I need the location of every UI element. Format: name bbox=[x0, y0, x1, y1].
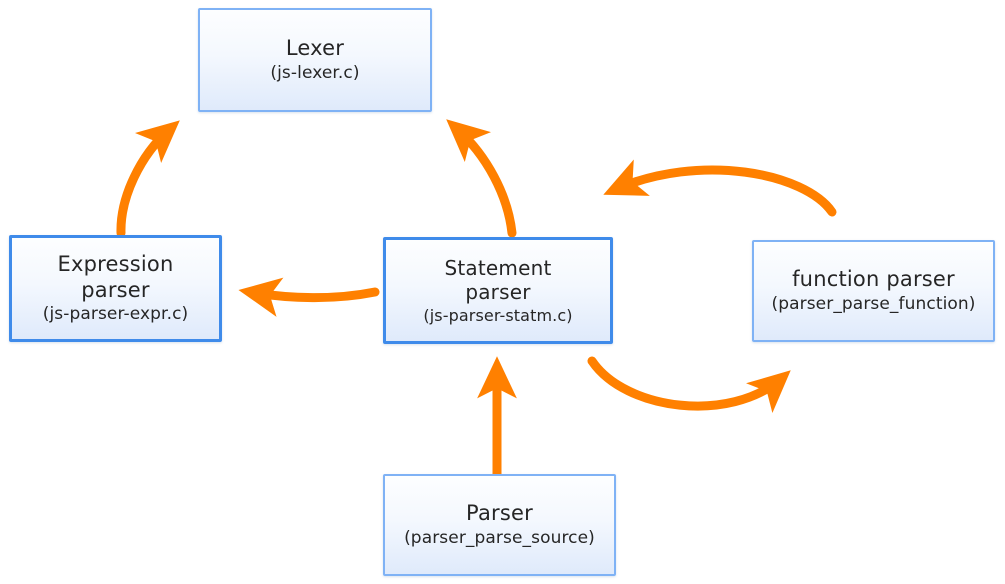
node-parser[interactable]: Parser (parser_parse_source) bbox=[383, 474, 616, 576]
node-function-parser-subtitle: (parser_parse_function) bbox=[771, 293, 976, 314]
arrow-statement-parser-to-expression-parser bbox=[238, 277, 380, 317]
node-expression-parser-title-line2: parser bbox=[81, 277, 150, 302]
arrow-statement-parser-to-lexer bbox=[446, 119, 517, 238]
node-lexer[interactable]: Lexer (js-lexer.c) bbox=[198, 8, 432, 112]
node-lexer-title: Lexer bbox=[285, 36, 345, 61]
node-function-parser-title: function parser bbox=[792, 267, 955, 292]
node-expression-parser-title-line1: Expression bbox=[57, 252, 174, 277]
arrow-function-parser-to-statement-parser bbox=[603, 159, 837, 217]
node-function-parser[interactable]: function parser (parser_parse_function) bbox=[752, 240, 995, 342]
arrow-statement-parser-to-function-parser bbox=[587, 356, 791, 414]
node-statement-parser-title-line1: Statement bbox=[444, 255, 552, 280]
node-statement-parser-subtitle: (js-parser-statm.c) bbox=[423, 305, 573, 325]
node-statement-parser[interactable]: Statement parser (js-parser-statm.c) bbox=[383, 237, 613, 344]
node-parser-subtitle: (parser_parse_source) bbox=[404, 527, 595, 548]
node-statement-parser-title-line2: parser bbox=[465, 280, 531, 305]
arrow-expression-parser-to-lexer bbox=[116, 120, 180, 238]
node-expression-parser[interactable]: Expression parser (js-parser-expr.c) bbox=[9, 235, 222, 342]
node-lexer-subtitle: (js-lexer.c) bbox=[270, 62, 360, 83]
node-expression-parser-subtitle: (js-parser-expr.c) bbox=[42, 304, 189, 325]
node-parser-title: Parser bbox=[466, 501, 533, 526]
